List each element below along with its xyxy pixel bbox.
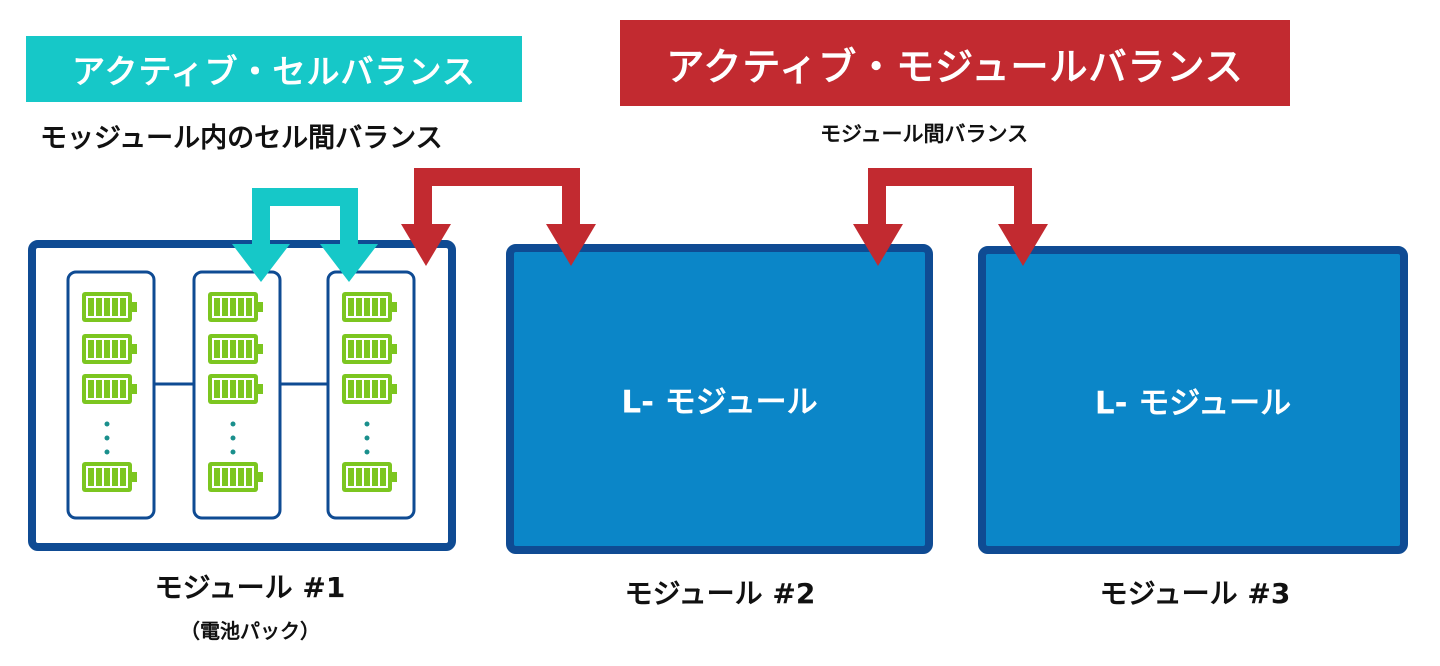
ellipsis-dot (230, 421, 236, 427)
module-balance-subtitle: モジュール間バランス (820, 122, 1029, 146)
module-1-caption: モジュール #1 (154, 571, 346, 604)
module-balance-arrow-1-2 (401, 168, 596, 266)
module-2-caption: モジュール #2 (624, 577, 816, 610)
cell-balance-title: アクティブ・セルバランス (72, 52, 476, 91)
ellipsis-dot (230, 449, 236, 455)
cell-balance-banner: アクティブ・セルバランス (26, 36, 522, 102)
battery-icon (342, 292, 397, 322)
battery-icon (208, 292, 263, 322)
battery-icon (82, 462, 137, 492)
ellipsis-dot (364, 449, 370, 455)
module-balance-banner: アクティブ・モジュールバランス (620, 20, 1290, 106)
battery-icon (208, 462, 263, 492)
ellipsis-dot (364, 435, 370, 441)
battery-icon (208, 334, 263, 364)
battery-icon (82, 374, 137, 404)
cell-balance-subtitle: モッジュール内のセル間バランス (40, 123, 443, 154)
ellipsis-dot (104, 435, 110, 441)
ellipsis-dot (364, 421, 370, 427)
battery-icon (342, 374, 397, 404)
battery-icon (208, 374, 263, 404)
battery-icon (342, 462, 397, 492)
ellipsis-dot (230, 435, 236, 441)
cell-balance-arrow (232, 188, 378, 282)
module-3-box: L- モジュール (978, 246, 1408, 554)
battery-icon (342, 334, 397, 364)
module-1-sub-caption: （電池パック） (180, 619, 320, 643)
module-balance-arrow-2-3 (853, 168, 1048, 266)
ellipsis-dot (104, 449, 110, 455)
battery-icon (82, 292, 137, 322)
module-3-caption: モジュール #3 (1099, 577, 1291, 610)
cell-strings (66, 270, 416, 520)
module-balance-title: アクティブ・モジュールバランス (666, 44, 1244, 89)
module-2-inner-label: L- モジュール (621, 384, 818, 421)
module-3-inner-label: L- モジュール (1094, 385, 1292, 422)
ellipsis-dot (104, 421, 110, 427)
battery-icon (82, 334, 137, 364)
module-2-box: L- モジュール (506, 244, 933, 554)
